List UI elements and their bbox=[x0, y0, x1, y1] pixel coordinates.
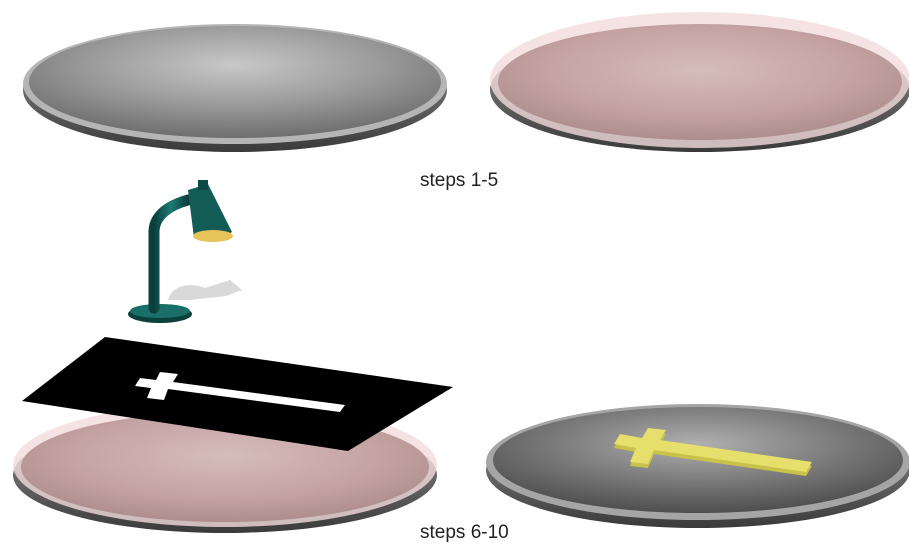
petri-dish-pink-top-right bbox=[490, 12, 909, 152]
cross-pattern-icon bbox=[614, 428, 812, 476]
photomask-icon bbox=[22, 337, 453, 451]
caption-steps-6-10: steps 6-10 bbox=[420, 522, 509, 543]
petri-dish-gray-top-left bbox=[23, 24, 447, 152]
caption-steps-1-5: steps 1-5 bbox=[420, 170, 499, 191]
petri-dish-gray-bottom-right bbox=[486, 404, 909, 528]
desk-lamp-icon bbox=[128, 180, 242, 323]
